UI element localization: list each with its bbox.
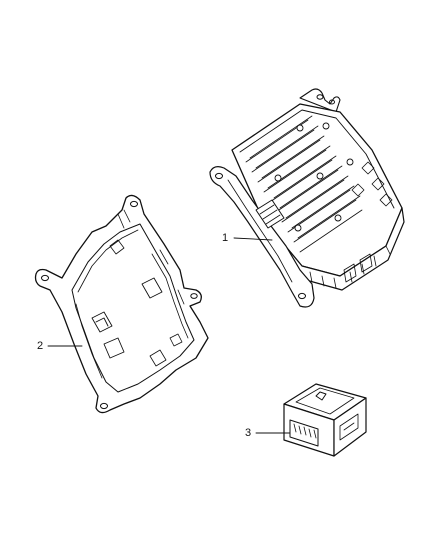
- callout-1-label: 1: [222, 232, 229, 244]
- callout-2-label: 2: [37, 340, 44, 352]
- connector-module: [283, 383, 367, 457]
- amplifier-module: [209, 88, 405, 308]
- callout-3-label: 3: [245, 427, 252, 439]
- mounting-bracket: [34, 194, 209, 414]
- callout-1-leader: [233, 237, 273, 241]
